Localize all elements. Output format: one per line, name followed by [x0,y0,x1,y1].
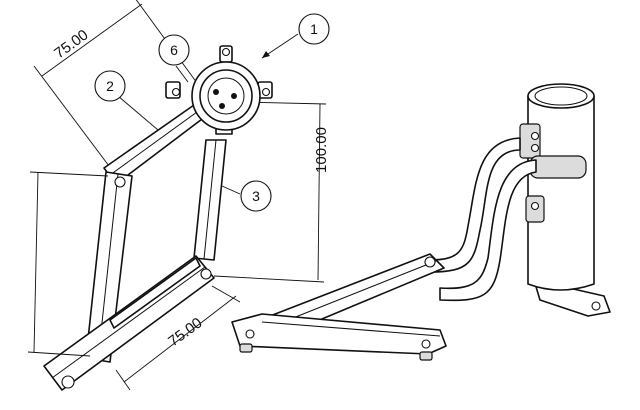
dimension-text-bottom: 75.00 [165,314,205,350]
balloon-2: 2 [94,70,126,102]
bolt-icon [261,87,271,97]
isometric-view [231,83,611,361]
bottom-bar [43,255,215,391]
bolt-icon [200,268,212,280]
hole-icon [61,375,75,389]
svg-text:3: 3 [252,188,260,204]
dimension-text-vertical: 100.00 [313,127,330,173]
dimension-text-top: 75.00 [51,26,91,62]
bolt-icon [171,87,181,97]
balloon-6: 6 [158,34,190,66]
svg-text:1: 1 [310,21,318,37]
svg-text:2: 2 [106,78,114,94]
bolt-icon [114,176,126,188]
clamp-assembly [165,45,273,135]
top-view: 75.00 75.00 [27,0,330,391]
balloon-1: 1 [298,13,330,45]
svg-text:6: 6 [170,42,178,58]
bolt-icon [221,47,231,57]
brace-bar [109,257,201,329]
balloon-3: 3 [240,180,272,212]
bolt-icon [591,301,601,311]
dimension-left [27,171,109,357]
long-plate [85,171,133,363]
